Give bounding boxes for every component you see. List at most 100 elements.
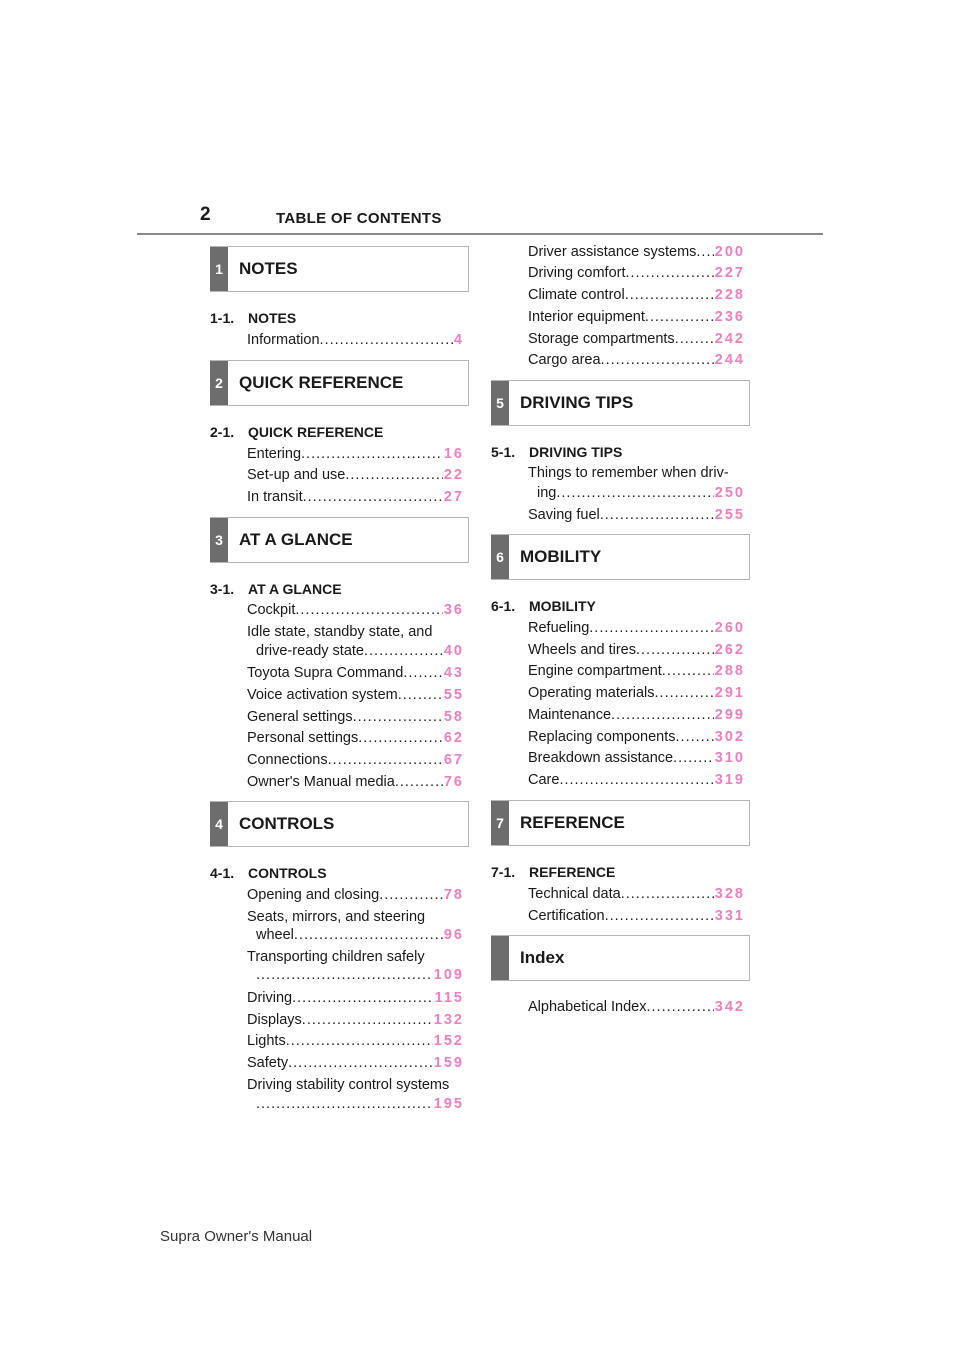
toc-entry[interactable]: Climate control228 (528, 287, 745, 303)
toc-entry[interactable]: Interior equipment236 (528, 309, 745, 325)
toc-entry[interactable]: Care319 (528, 772, 745, 788)
entry-page-link[interactable]: 200 (714, 244, 745, 260)
toc-entry[interactable]: Entering16 (247, 446, 464, 462)
toc-entry[interactable]: Connections 67 (247, 752, 464, 768)
section-box-driving-tips[interactable]: 5 DRIVING TIPS (491, 380, 750, 426)
toc-entry[interactable]: General settings58 (247, 709, 464, 725)
toc-entry[interactable]: 109 (256, 967, 464, 983)
section-title: CONTROLS (239, 814, 335, 833)
entry-page-link[interactable]: 76 (443, 774, 464, 790)
section-box-index[interactable]: Index (491, 935, 750, 981)
entry-page-link[interactable]: 43 (443, 665, 464, 681)
toc-entry[interactable]: Toyota Supra Command43 (247, 665, 464, 681)
toc-entry[interactable]: drive-ready state 40 (256, 643, 464, 659)
section-box-mobility[interactable]: 6 MOBILITY (491, 534, 750, 580)
entry-page-link[interactable]: 310 (714, 750, 745, 766)
toc-entry[interactable]: Set-up and use22 (247, 467, 464, 483)
entry-page-link[interactable]: 255 (714, 507, 745, 523)
entry-page-link[interactable]: 96 (443, 927, 464, 943)
entry-page-link[interactable]: 227 (714, 265, 745, 281)
toc-entry[interactable]: ing250 (537, 485, 745, 501)
entry-page-link[interactable]: 115 (434, 990, 464, 1006)
entry-page-link[interactable]: 27 (443, 489, 464, 505)
toc-entry[interactable]: Storage compartments242 (528, 331, 745, 347)
entry-page-link[interactable]: 319 (714, 772, 745, 788)
entry-page-link[interactable]: 78 (443, 887, 464, 903)
toc-entry[interactable]: Certification331 (528, 908, 745, 924)
entry-page-link[interactable]: 195 (433, 1096, 464, 1112)
toc-entry[interactable]: Driving115 (247, 990, 464, 1006)
toc-entry[interactable]: Wheels and tires262 (528, 642, 745, 658)
section-number-tab: 4 (210, 802, 228, 846)
toc-entry[interactable]: Technical data328 (528, 886, 745, 902)
section-box-quick-reference[interactable]: 2 QUICK REFERENCE (210, 360, 469, 406)
entry-label: Engine compartment (528, 663, 662, 679)
toc-entry[interactable]: In transit27 (247, 489, 464, 505)
subsection-heading: 6-1.MOBILITY (491, 598, 596, 614)
toc-entry[interactable]: Voice activation system55 (247, 687, 464, 703)
entry-page-link[interactable]: 159 (433, 1055, 464, 1071)
toc-entry[interactable]: Driver assistance systems200 (528, 244, 745, 260)
entry-page-link[interactable]: 328 (714, 886, 745, 902)
section-box-notes[interactable]: 1 NOTES (210, 246, 469, 292)
entry-page-link[interactable]: 244 (714, 352, 745, 368)
entry-page-link[interactable]: 242 (714, 331, 745, 347)
entry-page-link[interactable]: 4 (453, 332, 464, 348)
toc-entry[interactable]: 195 (256, 1096, 464, 1112)
entry-page-link[interactable]: 291 (714, 685, 745, 701)
section-box-controls[interactable]: 4 CONTROLS (210, 801, 469, 847)
toc-entry[interactable]: Refueling260 (528, 620, 745, 636)
toc-entry[interactable]: Replacing components302 (528, 729, 745, 745)
entry-page-link[interactable]: 236 (714, 309, 745, 325)
entry-page-link[interactable]: 36 (443, 602, 464, 618)
toc-entry[interactable]: Cargo area244 (528, 352, 745, 368)
entry-label: Displays (247, 1012, 302, 1028)
entry-page-link[interactable]: 262 (714, 642, 745, 658)
entry-page-link[interactable]: 62 (443, 730, 464, 746)
section-box-at-a-glance[interactable]: 3 AT A GLANCE (210, 517, 469, 563)
section-box-reference[interactable]: 7 REFERENCE (491, 800, 750, 846)
section-title: QUICK REFERENCE (239, 373, 404, 392)
entry-page-link[interactable]: 109 (433, 967, 464, 983)
entry-page-link[interactable]: 331 (714, 908, 745, 924)
toc-entry[interactable]: Saving fuel255 (528, 507, 745, 523)
toc-entry[interactable]: Breakdown assistance310 (528, 750, 745, 766)
toc-entry[interactable]: Information4 (247, 332, 464, 348)
toc-entry[interactable]: Opening and closing78 (247, 887, 464, 903)
entry-page-link[interactable]: 22 (443, 467, 464, 483)
toc-entry[interactable]: Displays 132 (247, 1012, 464, 1028)
entry-page-link[interactable]: 299 (714, 707, 745, 723)
entry-page-link[interactable]: 55 (443, 687, 464, 703)
toc-entry[interactable]: Personal settings62 (247, 730, 464, 746)
entry-page-link[interactable]: 250 (714, 485, 745, 501)
entry-page-link[interactable]: 228 (714, 287, 745, 303)
toc-entry[interactable]: Safety 159 (247, 1055, 464, 1071)
entry-page-link[interactable]: 132 (433, 1012, 464, 1028)
toc-entry[interactable]: Alphabetical Index342 (528, 999, 745, 1015)
entry-page-link[interactable]: 40 (443, 643, 464, 659)
subsection-title: AT A GLANCE (248, 581, 342, 597)
toc-entry[interactable]: Engine compartment 288 (528, 663, 745, 679)
toc-entry[interactable]: Operating materials291 (528, 685, 745, 701)
toc-entry[interactable]: Maintenance 299 (528, 707, 745, 723)
entry-page-link[interactable]: 342 (714, 999, 745, 1015)
toc-entry[interactable]: Cockpit36 (247, 602, 464, 618)
entry-page-link[interactable]: 67 (443, 752, 464, 768)
toc-entry[interactable]: Driving comfort227 (528, 265, 745, 281)
section-title: NOTES (239, 259, 298, 278)
subsection-number: 4-1. (210, 865, 235, 881)
entry-page-link[interactable]: 302 (714, 729, 745, 745)
toc-entry[interactable]: Owner's Manual media76 (247, 774, 464, 790)
entry-page-link[interactable]: 288 (714, 663, 745, 679)
entry-label: drive-ready state (256, 643, 364, 659)
entry-page-link[interactable]: 58 (443, 709, 464, 725)
entry-label: Connections (247, 752, 328, 768)
entry-page-link[interactable]: 16 (443, 446, 464, 462)
entry-label: Safety (247, 1055, 289, 1071)
entry-page-link[interactable]: 152 (433, 1033, 464, 1049)
toc-entry[interactable]: wheel96 (256, 927, 464, 943)
section-number-tab (491, 936, 509, 980)
entry-label: Maintenance (528, 707, 612, 723)
toc-entry[interactable]: Lights152 (247, 1033, 464, 1049)
entry-page-link[interactable]: 260 (714, 620, 745, 636)
